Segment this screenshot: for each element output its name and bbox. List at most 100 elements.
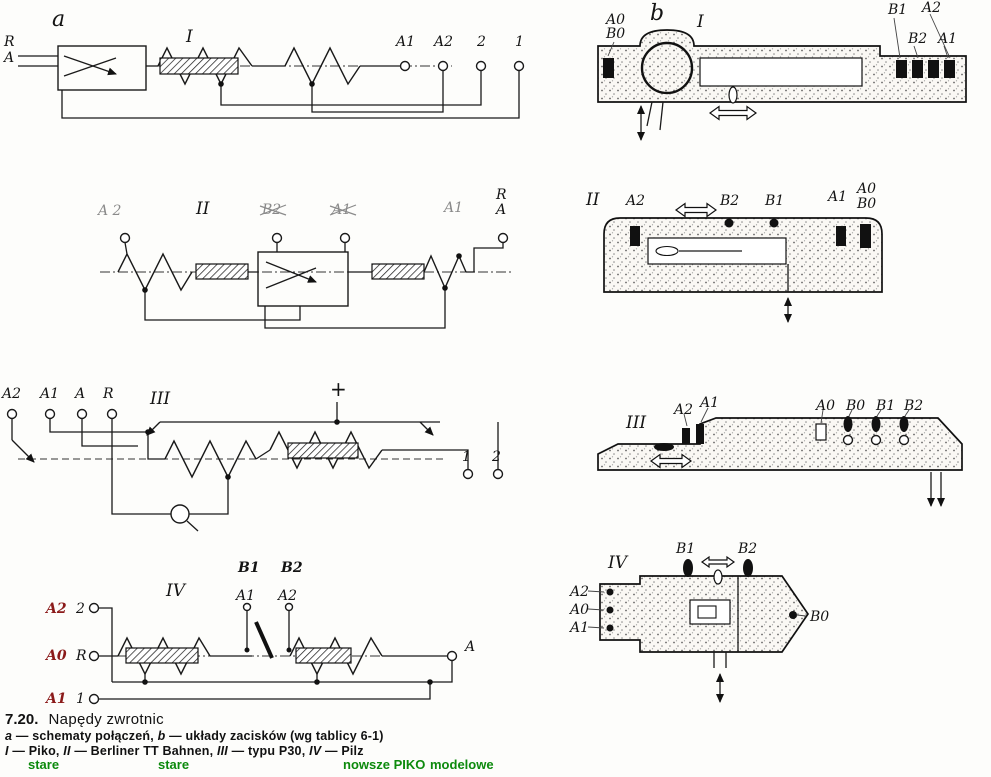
- motion-arrows: [927, 472, 945, 507]
- terminal-label-a: A: [73, 386, 85, 402]
- red-label-a0: A0: [44, 648, 67, 664]
- slide-oval: [655, 245, 679, 257]
- layout-numeral: III: [625, 413, 646, 433]
- terminal-label-b2: B2: [737, 541, 757, 557]
- terminal-pin-b2: [743, 559, 753, 577]
- coil-core: [295, 647, 352, 664]
- junction-dots: [145, 419, 340, 480]
- terminal-pin-b1: [683, 559, 693, 577]
- schematic-IV: IV B1 B2 A1 A2 A2 2 A0 R A1 1 A: [44, 560, 475, 707]
- schematic-numeral: II: [195, 199, 210, 219]
- terminal-circles: [399, 60, 525, 72]
- relay-contact-box: [57, 45, 147, 91]
- caption-numeral-3: III: [216, 744, 228, 758]
- annotation-nowsze-piko: nowsze PIKO: [343, 757, 426, 772]
- terminal-label-a1: A1: [394, 34, 415, 50]
- terminal-pin-b2: [898, 416, 910, 446]
- caption-type-3: — typu P30,: [227, 744, 310, 758]
- schematic-numeral: III: [149, 389, 170, 409]
- terminal-label-a1: A1: [38, 386, 59, 402]
- panel-b-label: b: [650, 1, 664, 26]
- caption-numeral-4: IV: [309, 744, 322, 758]
- slide-block: [697, 605, 717, 619]
- moving-contact-blade: [254, 621, 274, 659]
- terminal-pin-b1: [769, 218, 779, 228]
- wires: [100, 242, 512, 329]
- terminal-label-a1: A1: [826, 189, 847, 205]
- terminal-label-b1: B1: [237, 560, 260, 576]
- lever-slot: [713, 569, 723, 585]
- coil-core: [195, 263, 249, 280]
- terminal-label-a0: A0: [604, 12, 625, 28]
- terminal-label-b0: B0: [809, 609, 829, 625]
- caption-a-text: — schematy połączeń,: [12, 729, 158, 743]
- coil-winding: [289, 636, 383, 676]
- terminal-dots-left: [606, 588, 614, 632]
- contact-symbol: [63, 55, 117, 77]
- lamp-symbol: [170, 504, 199, 532]
- terminal-block-a0b0: [603, 58, 614, 78]
- caption-b: b: [157, 729, 166, 743]
- terminal-label-a2: A2: [568, 584, 589, 600]
- panel-a-label: a: [52, 7, 65, 32]
- terminal-pin-b1: [870, 416, 882, 446]
- terminal-label-a: A: [2, 50, 14, 66]
- terminal-label-a1: A1: [936, 31, 957, 47]
- caption-a: a: [5, 729, 13, 743]
- schematic-I: R A I A1 A2 2 1: [2, 27, 525, 119]
- solenoid-drum: [640, 41, 694, 95]
- terminal-label-b2: B2: [719, 193, 739, 209]
- terminal-block-a1: [836, 226, 846, 246]
- terminal-label-b1: B1: [887, 2, 907, 18]
- schematic-numeral: IV: [165, 581, 187, 601]
- terminal-label-b1: B1: [875, 398, 895, 414]
- terminal-label-a1: A1: [568, 620, 589, 636]
- terminal-label-a0: A0: [814, 398, 835, 414]
- coil-core: [159, 57, 239, 75]
- terminal-circles: [119, 232, 509, 244]
- terminal-block-a0b0: [860, 224, 871, 248]
- lever-slot: [728, 86, 738, 104]
- terminal-layout-IV: IV B1 B2 A2 A0 A1 B0: [568, 541, 829, 703]
- terminal-block-a1: [696, 424, 704, 444]
- label-leaders: [683, 407, 910, 427]
- junction-dots: [142, 647, 433, 685]
- lever-slot: [654, 443, 674, 451]
- label-leaders: [587, 590, 807, 629]
- plunger-prongs: [646, 101, 664, 131]
- wires: [11, 402, 499, 515]
- schematic-numeral: I: [185, 27, 193, 47]
- throw-direction-arrow: [700, 555, 736, 569]
- coil-core: [371, 263, 425, 280]
- schematic-II: A 2 II B2 A1 A1 R A: [96, 187, 512, 329]
- layout-numeral: IV: [607, 553, 629, 573]
- terminal-label-a1-pencil: A1: [442, 200, 463, 216]
- annotation-modelowe: modelowe: [430, 757, 494, 772]
- coil-core: [287, 442, 359, 459]
- slide-slot: [689, 599, 731, 625]
- terminal-label-2: 2: [491, 449, 501, 465]
- terminal-label-r: R: [75, 648, 87, 664]
- terminal-label-a2: A2: [672, 402, 693, 418]
- terminal-layout-II: II A2 B2 B1 A1 A0 B0: [585, 181, 883, 323]
- coil-winding: [164, 439, 257, 479]
- figure-title: Napędy zwrotnic: [48, 711, 164, 728]
- terminal-label-1: 1: [462, 449, 471, 465]
- coil-winding: [117, 636, 211, 676]
- caption-type-2: — Berliner TT Bahnen,: [70, 744, 217, 758]
- terminal-layout-I: A0 B0 I B1 A2 B2 A1: [597, 0, 967, 141]
- layout-numeral: II: [585, 190, 600, 210]
- schematic-III: A2 A1 A R III + 1 2: [0, 377, 504, 532]
- red-label-a2: A2: [44, 601, 67, 617]
- terminal-label-a0: A0: [568, 602, 589, 618]
- caption-numeral-2: II: [63, 744, 71, 758]
- switch-arrows: [11, 421, 434, 463]
- terminal-label-b1: B1: [675, 541, 695, 557]
- terminal-label-a1: A1: [234, 588, 255, 604]
- terminal-label-r: R: [3, 34, 15, 50]
- relay-contact-box: [257, 251, 349, 307]
- caption-type-4: — Pilz: [321, 744, 364, 758]
- terminal-blocks-right: [896, 60, 955, 78]
